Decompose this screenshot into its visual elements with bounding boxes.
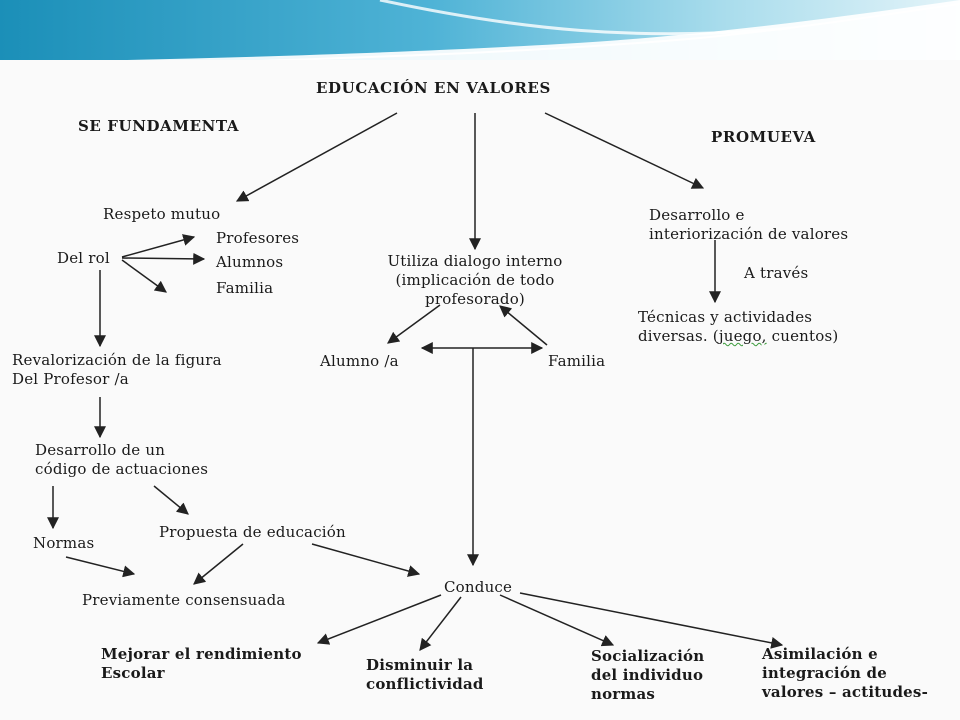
node-desarrollo-codigo: Desarrollo de un código de actuaciones xyxy=(35,441,209,478)
edge-rol-alumnos xyxy=(121,252,206,265)
edge-rol-profesores xyxy=(121,234,196,258)
edge-propuesta-previamente xyxy=(193,543,244,585)
node-asimilacion: Asimilación e integración de valores – a… xyxy=(762,645,928,701)
node-mejorar: Mejorar el rendimiento Escolar xyxy=(101,645,302,682)
node-desarrollo-interiorizacion: Desarrollo e interiorización de valores xyxy=(649,206,849,243)
edge-title-desarrollo xyxy=(544,112,705,189)
edge-conduce-mejorar xyxy=(316,594,442,645)
node-familia-1: Familia xyxy=(216,279,274,297)
tecnicas-text-2: cuentos) xyxy=(766,327,839,345)
edge-conduce-asimilacion xyxy=(519,592,784,649)
node-socializacion: Socialización del individuo normas xyxy=(591,647,705,703)
node-normas: Normas xyxy=(33,534,95,552)
concept-map xyxy=(0,60,960,720)
node-del-rol: Del rol xyxy=(57,249,110,267)
tecnicas-text-1: Técnicas y actividades diversas. ( xyxy=(638,308,813,345)
node-familia-2: Familia xyxy=(548,352,606,370)
node-respeto: Respeto mutuo xyxy=(103,205,221,223)
edge-propuesta-conduce xyxy=(311,543,421,577)
node-tecnicas: Técnicas y actividades diversas. (juego,… xyxy=(638,308,838,346)
node-alumno-a: Alumno /a xyxy=(320,352,399,370)
tecnicas-underlined-text: juego, xyxy=(718,327,767,345)
diagram-title: EDUCACIÓN EN VALORES xyxy=(316,79,551,97)
node-propuesta: Propuesta de educación xyxy=(159,523,346,541)
edge-conduce-disminuir xyxy=(419,596,462,651)
node-previamente: Previamente consensuada xyxy=(82,591,286,609)
branch-label-left: SE FUNDAMENTA xyxy=(78,117,240,135)
edge-conduce-socializacion xyxy=(499,594,615,647)
edge-desarrollo-propuesta xyxy=(153,485,189,515)
edge-title-respeto xyxy=(235,112,398,202)
node-profesores: Profesores xyxy=(216,229,300,247)
node-dialogo: Utiliza dialogo interno (implicación de … xyxy=(387,252,563,308)
node-conduce: Conduce xyxy=(444,578,513,596)
edge-dialogo-alumno xyxy=(387,304,441,344)
branch-label-right: PROMUEVA xyxy=(711,128,816,146)
node-disminuir: Disminuir la conflictividad xyxy=(366,656,484,693)
node-a-traves: A través xyxy=(744,264,809,282)
edge-rol-familia xyxy=(121,259,167,293)
edge-familia-dialogo xyxy=(499,305,548,346)
node-revalorizacion: Revalorización de la figura Del Profesor… xyxy=(12,351,222,388)
edge-normas-previamente xyxy=(65,556,136,578)
node-alumnos: Alumnos xyxy=(216,253,284,271)
